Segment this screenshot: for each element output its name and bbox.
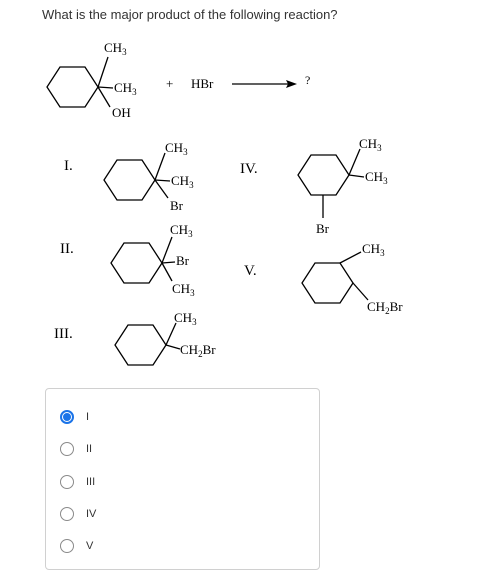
option-ii[interactable]: II bbox=[60, 438, 92, 460]
question-text: What is the major product of the followi… bbox=[42, 7, 338, 22]
structure-3: CH3 CH2Br bbox=[114, 310, 216, 366]
plus-sign: + bbox=[166, 76, 173, 91]
structure-2: CH3 Br CH3 bbox=[110, 222, 195, 298]
reaction-figure: CH3 CH3 OH + HBr ? I. CH3 CH3 Br II. CH3… bbox=[46, 40, 403, 366]
radio-button[interactable] bbox=[60, 475, 74, 489]
reactant-ring bbox=[46, 66, 99, 108]
structure-5-ch3: CH3 bbox=[362, 241, 385, 258]
reactant-oh: OH bbox=[112, 105, 131, 120]
structure-1-ch3-right: CH3 bbox=[171, 173, 194, 190]
structure-numeral-4: IV. bbox=[240, 161, 258, 177]
product-question: ? bbox=[305, 73, 310, 87]
structure-4-ch3-top: CH3 bbox=[359, 136, 382, 153]
radio-button[interactable] bbox=[60, 539, 74, 553]
structure-numeral-5: V. bbox=[244, 263, 257, 279]
option-label: III bbox=[86, 476, 96, 488]
answer-options-panel: I II III IV V bbox=[45, 388, 320, 570]
reactant-ch3-right: CH3 bbox=[114, 80, 137, 97]
structure-4-br: Br bbox=[316, 221, 330, 236]
structure-5: CH3 CH2Br bbox=[301, 241, 403, 316]
structure-1-br: Br bbox=[170, 198, 184, 213]
option-label: I bbox=[86, 411, 90, 423]
structure-numeral-2: II. bbox=[60, 241, 74, 257]
option-label: IV bbox=[86, 508, 97, 520]
structure-1-ch3-top: CH3 bbox=[165, 140, 188, 157]
reaction-arrow bbox=[232, 80, 297, 88]
reactant-structure: CH3 CH3 OH bbox=[46, 40, 137, 120]
structure-3-ch2br: CH2Br bbox=[180, 342, 216, 359]
structure-2-ch3-top: CH3 bbox=[170, 222, 193, 239]
structure-1: CH3 CH3 Br bbox=[103, 140, 194, 213]
option-label: II bbox=[86, 443, 93, 455]
structure-numeral-3: III. bbox=[54, 326, 73, 342]
reactant-ch3-top: CH3 bbox=[104, 40, 127, 57]
radio-button[interactable] bbox=[60, 507, 74, 521]
structure-3-ch3: CH3 bbox=[174, 310, 197, 327]
structure-4-ch3-right: CH3 bbox=[365, 169, 388, 186]
radio-button-selected[interactable] bbox=[60, 410, 74, 424]
structure-numeral-1: I. bbox=[64, 158, 73, 174]
structure-5-ch2br: CH2Br bbox=[367, 299, 403, 316]
option-iii[interactable]: III bbox=[60, 471, 95, 493]
structure-4: CH3 CH3 Br bbox=[297, 136, 388, 236]
radio-button[interactable] bbox=[60, 442, 74, 456]
structure-2-br: Br bbox=[176, 253, 190, 268]
option-i[interactable]: I bbox=[60, 406, 89, 428]
reagent-hbr: HBr bbox=[191, 76, 214, 91]
option-label: V bbox=[86, 540, 94, 552]
option-v[interactable]: V bbox=[60, 535, 93, 557]
option-iv[interactable]: IV bbox=[60, 503, 96, 525]
structure-2-ch3-bottom: CH3 bbox=[172, 281, 195, 298]
